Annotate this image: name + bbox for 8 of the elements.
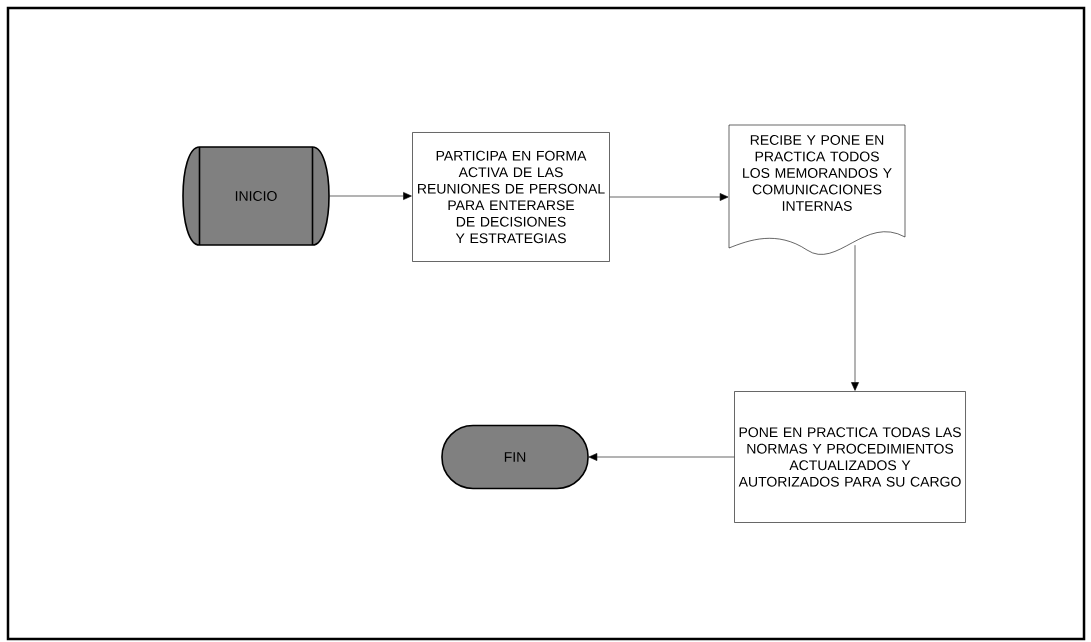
process-box: PONE EN PRACTICA TODAS LAS NORMAS Y PROCEDIMIENTOS ACTUALIZADOS Y AUTORIZADOS PARA SU CARGO (734, 391, 966, 523)
arrow (609, 193, 729, 201)
start-terminal: INICIO (182, 146, 330, 246)
arrow (588, 453, 735, 461)
process-box: PARTICIPA EN FORMA ACTIVA DE LAS REUNIONES DE PERSONAL PARA ENTERARSE DE DECISIONES Y ESTRATEGIAS (412, 132, 610, 262)
arrow (851, 244, 859, 391)
arrow (329, 192, 412, 200)
end-terminal: FIN (441, 424, 589, 490)
